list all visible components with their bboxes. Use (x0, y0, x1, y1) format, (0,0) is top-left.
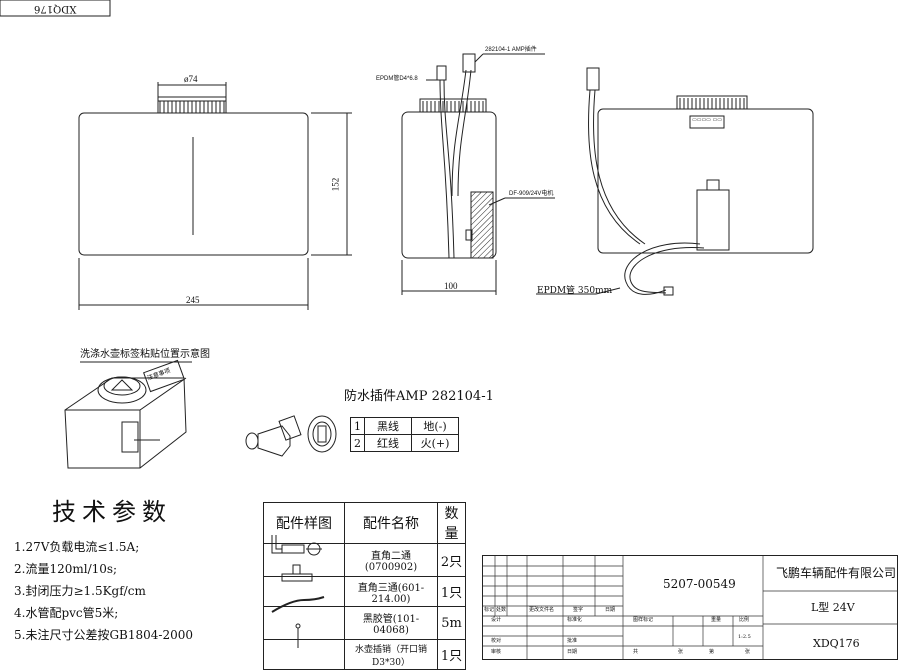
acc-row: 水壶插销（开口销D3*30） 1只 (263, 639, 466, 670)
tb-product: L型 24V (811, 601, 855, 614)
dim-cap-diameter: ø74 (184, 74, 198, 84)
acc-qty: 2只 (437, 543, 466, 577)
spec-item: 4.水管配pvc管5米; (14, 606, 119, 620)
tb-sheet-label: 第 (709, 649, 715, 655)
tb-sheet-label: 张 (678, 649, 684, 655)
tb-part-number: 5207-00549 (663, 577, 736, 591)
tank-label-sticker: ▭▭▭▭ ▭▭ (692, 117, 722, 123)
dim-depth: 100 (444, 281, 458, 291)
acc-image-cell (263, 543, 345, 577)
spec-item: 2.流量120ml/10s; (14, 562, 118, 576)
tb-row-label: 日期 (605, 607, 616, 613)
front-view (78, 82, 352, 310)
label-amp-connector: 282104-1 AMP插件 (485, 47, 537, 53)
tb-mid-label: 比例 (739, 617, 750, 623)
accessories-table: 配件样图 配件名称 数量 直角二通(0700902) 2只 直角三通(601-2… (263, 502, 466, 670)
wire-row: 1 黑线 地(-) (350, 417, 459, 435)
tb-scale: 1:2.5 (738, 634, 751, 640)
connector-title: 防水插件AMP 282104-1 (344, 389, 494, 404)
label-motor: DF-909/24V电机 (509, 191, 554, 197)
wire-pole: 地(-) (411, 417, 459, 435)
tb-sheet-label: 共 (633, 649, 639, 655)
wire-row: 2 红线 火(+) (350, 434, 459, 452)
acc-image-cell (263, 576, 345, 607)
acc-header-image: 配件样图 (263, 502, 345, 544)
acc-image-cell (263, 639, 345, 670)
acc-row: 直角二通(0700902) 2只 (263, 543, 466, 577)
connector-wire-table: 1 黑线 地(-) 2 红线 火(+) (350, 417, 459, 452)
spec-item: 1.27V负载电流≤1.5A; (14, 540, 140, 554)
title-block: 5207-00549 飞鹏车辆配件有限公司 L型 24V XDQ176 1:2.… (482, 555, 898, 660)
right-view (536, 67, 814, 296)
corner-drawing-number: XDQ176 (34, 3, 77, 14)
label-epdm-top: EPDM管D4*6.8 (376, 76, 418, 82)
tb-drawing-no: XDQ176 (813, 637, 860, 650)
spec-item: 3.封闭压力≥1.5Kgf/cm (14, 584, 146, 598)
label-position-sketch (64, 359, 192, 469)
acc-name: 直角三通(601-214.00) (344, 576, 438, 607)
wire-color: 黑线 (364, 417, 412, 435)
acc-qty: 5m (437, 606, 466, 640)
tb-sheet-label: 张 (745, 649, 751, 655)
tb-company: 飞鹏车辆配件有限公司 (776, 566, 897, 580)
acc-name: 水壶插销（开口销D3*30） (344, 639, 438, 670)
tb-mid-label: 重量 (711, 617, 722, 623)
label-epdm-pipe: EPDM管 350mm (537, 286, 613, 296)
label-sketch-title: 洗涤水壶标签粘贴位置示意图 (80, 349, 210, 360)
acc-row: 黑胶管(101-04068) 5m (263, 606, 466, 640)
tb-left-label: 设计 (491, 617, 502, 623)
acc-header-name: 配件名称 (344, 502, 438, 544)
wire-no: 1 (350, 417, 365, 435)
tb-row-label: 更改文件名 (529, 607, 555, 613)
corner-box (0, 0, 111, 17)
acc-qty: 1只 (437, 576, 466, 607)
tb-row-label: 标记 (484, 607, 495, 613)
acc-name: 直角二通(0700902) (344, 543, 438, 577)
wire-no: 2 (350, 434, 365, 452)
spec-item: 5.未注尺寸公差按GB1804-2000 (14, 628, 193, 642)
acc-name: 黑胶管(101-04068) (344, 606, 438, 640)
wire-pole: 火(+) (411, 434, 459, 452)
acc-qty: 1只 (437, 639, 466, 670)
title-block-grid (483, 556, 897, 659)
tb-left-label: 审核 (491, 649, 502, 655)
tb-left-label: 批准 (567, 638, 578, 644)
specs-list: 1.27V负载电流≤1.5A; 2.流量120ml/10s; 3.封闭压力≥1.… (14, 538, 193, 648)
side-view (401, 53, 555, 295)
acc-image-cell (263, 606, 345, 640)
acc-header-qty: 数量 (437, 502, 466, 544)
specs-title: 技术参数 (52, 498, 172, 526)
connector-sketch (245, 415, 337, 457)
acc-row: 直角三通(601-214.00) 1只 (263, 576, 466, 607)
tb-left-label: 校对 (491, 638, 502, 644)
wire-color: 红线 (364, 434, 412, 452)
tb-mid-label: 图样标记 (633, 617, 654, 623)
dim-height: 152 (330, 177, 341, 192)
tb-row-label: 签字 (573, 607, 584, 613)
tb-left-label: 标准化 (567, 617, 583, 623)
tb-left-label: 日期 (567, 649, 578, 655)
dim-width: 245 (186, 295, 200, 305)
tb-row-label: 处数 (496, 607, 507, 613)
